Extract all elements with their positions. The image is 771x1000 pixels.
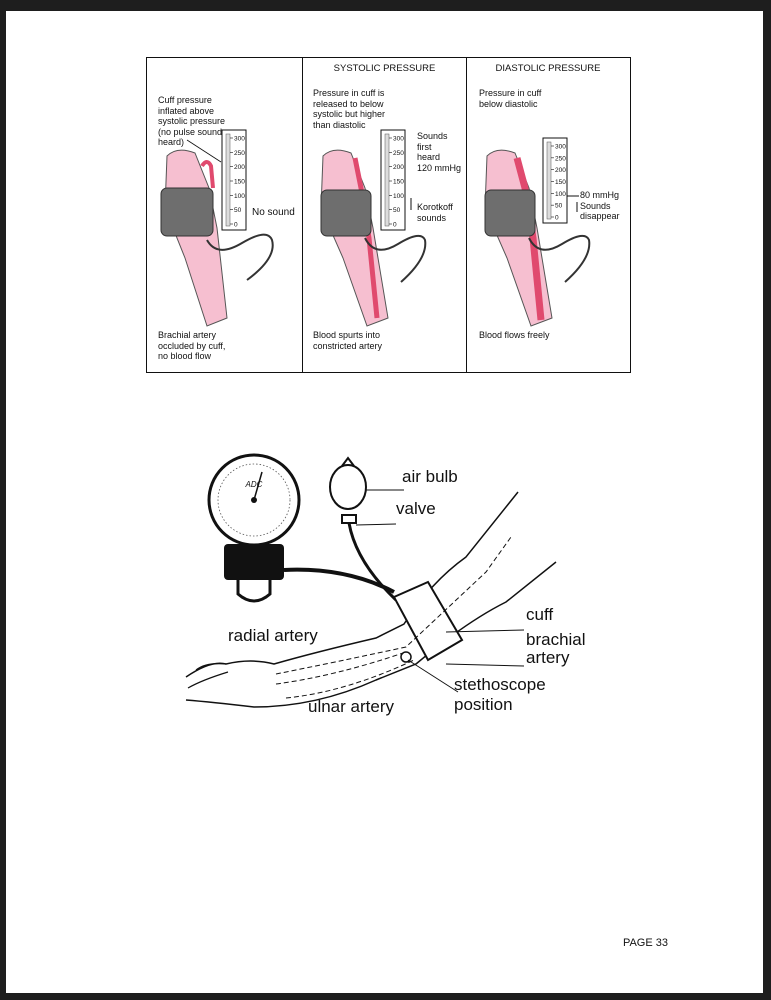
arm-illustration: [320, 149, 427, 327]
arm-illustration: [160, 139, 274, 327]
gauge-tick-label: 100: [555, 191, 566, 198]
korotkoff-annotation: Korotkoff sounds: [417, 202, 453, 223]
gauge-tick-label: 300: [393, 136, 404, 143]
gauge-tick-label: 150: [234, 179, 245, 186]
gauge-tick-label: 200: [234, 164, 245, 171]
gauge-tick-label: 150: [555, 179, 566, 186]
label-air-bulb: air bulb: [402, 467, 458, 486]
gauge-tick-label: 250: [555, 155, 566, 162]
gauge-tick-label: 300: [555, 144, 566, 151]
side-annotation: 80 mmHg Sounds disappear: [580, 190, 620, 221]
gauge-tick-label: 50: [234, 207, 242, 214]
panel-top-text: Pressure in cuff is released to below sy…: [313, 88, 386, 130]
side-annotation: No sound: [252, 207, 295, 218]
label-stethoscope-position: stethoscope position: [454, 675, 546, 714]
panel-systolic: SYSTOLIC PRESSURE Pressure in cuff is re…: [303, 58, 467, 372]
valve: [341, 514, 357, 524]
dial-brand: ADC: [245, 480, 263, 489]
panel-diastolic: DIASTOLIC PRESSURE Pressure in cuff belo…: [467, 58, 629, 372]
panel-top-text: Cuff pressure inflated above systolic pr…: [158, 95, 227, 147]
arm-illustration: [484, 149, 591, 327]
gauge-tick-label: 200: [555, 167, 566, 174]
gauge-tick-label: 250: [234, 150, 245, 157]
mercury-gauge: 300 250 200 150 100 50 0: [542, 137, 568, 224]
stethoscope-head: [400, 651, 412, 663]
panel-bottom-text: Blood spurts into constricted artery: [313, 330, 383, 351]
document-page: Cuff pressure inflated above systolic pr…: [6, 11, 763, 993]
gauge-tick-label: 300: [234, 136, 245, 143]
label-valve: valve: [396, 499, 436, 518]
mercury-gauge: 300 250 200 150 100 50 0: [221, 129, 247, 231]
gauge-tick-label: 0: [234, 222, 238, 229]
gauge-tick-label: 200: [393, 164, 404, 171]
label-brachial-artery: brachial artery: [526, 630, 586, 667]
label-radial-artery: radial artery: [228, 626, 318, 645]
gauge-tick-label: 150: [393, 179, 404, 186]
panel-cuff-inflated: Cuff pressure inflated above systolic pr…: [147, 58, 303, 372]
mercury-gauge: 300 250 200 150 100 50 0: [380, 129, 406, 231]
page-number: PAGE 33: [622, 937, 668, 949]
panel-bottom-text: Brachial artery occluded by cuff, no blo…: [158, 330, 226, 361]
sphygmomanometer-diagram: ADC: [185, 453, 557, 708]
gauge-tick-label: 50: [393, 207, 401, 214]
cuff: [392, 580, 464, 662]
gauge-tick-label: 0: [393, 222, 397, 229]
gauge-tick-label: 100: [234, 193, 245, 200]
panel-heading: SYSTOLIC PRESSURE: [333, 63, 436, 74]
air-bulb: [329, 464, 367, 510]
panel-heading: DIASTOLIC PRESSURE: [495, 63, 601, 74]
gauge-tick-label: 250: [393, 150, 404, 157]
gauge-tick-label: 0: [555, 215, 559, 222]
panel-top-text: Pressure in cuff below diastolic: [479, 88, 542, 109]
gauge-body: [224, 544, 284, 580]
side-annotation: Sounds first heard 120 mmHg: [417, 131, 462, 173]
gauge-tick-label: 100: [393, 193, 404, 200]
panel-bottom-text: Blood flows freely: [479, 330, 550, 340]
label-ulnar-artery: ulnar artery: [308, 697, 394, 716]
gauge-tick-label: 50: [555, 203, 563, 210]
label-cuff: cuff: [526, 605, 554, 624]
bp-measurement-figure: Cuff pressure inflated above systolic pr…: [146, 57, 631, 373]
